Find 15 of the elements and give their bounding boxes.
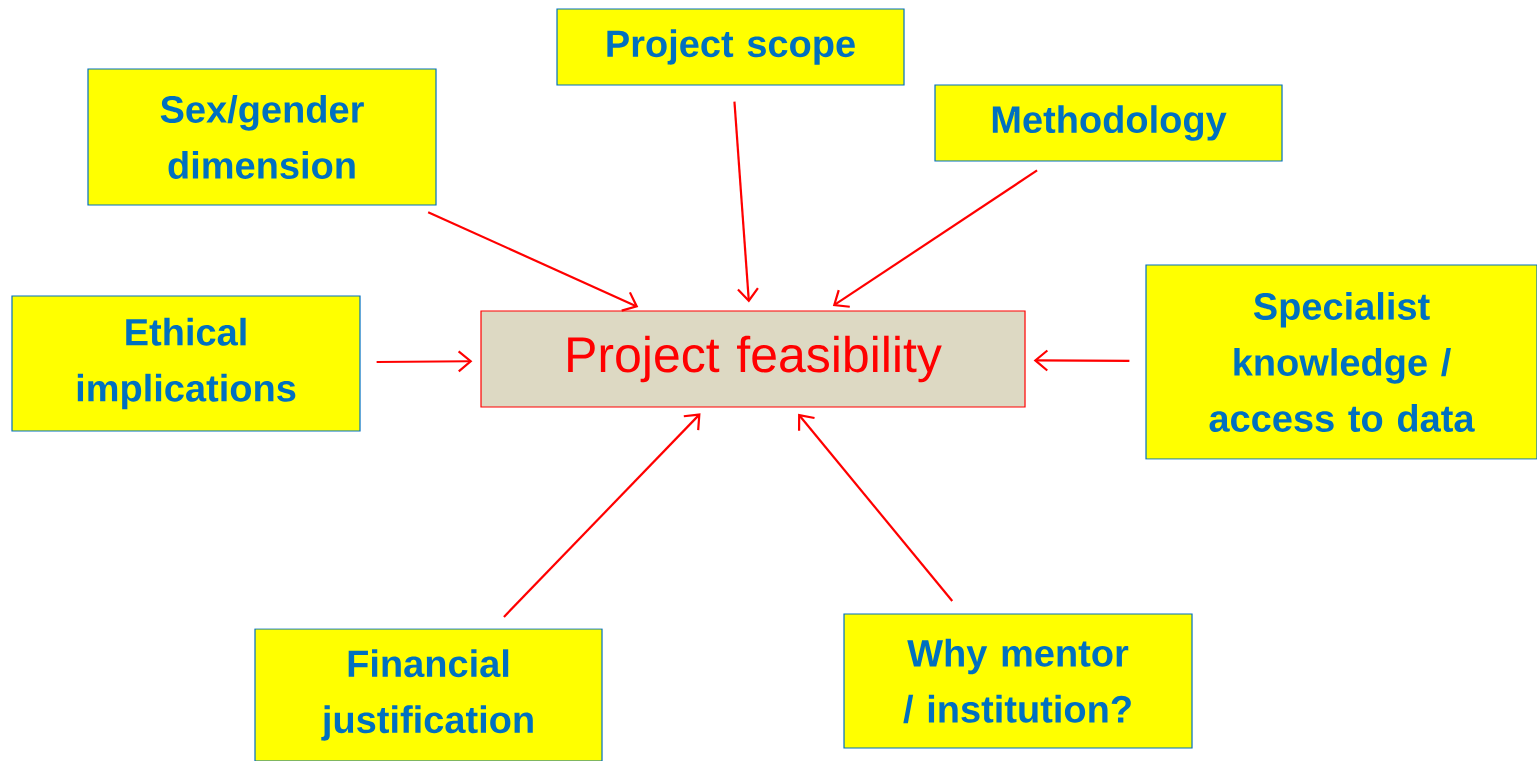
arrow — [1033, 349, 1130, 372]
factor-box: Sex/gender dimension — [87, 68, 437, 206]
factor-box: Financial justification — [254, 628, 603, 761]
arrow — [376, 350, 473, 373]
arrow — [427, 211, 639, 312]
central-box: Project feasibility — [480, 310, 1026, 408]
factor-box: Methodology — [934, 84, 1283, 162]
arrow — [503, 413, 701, 618]
factor-box: Project scope — [556, 8, 905, 86]
arrow — [733, 101, 759, 303]
arrow — [798, 413, 954, 602]
factor-box: Ethical implications — [11, 295, 361, 432]
factor-box: Specialist knowledge / access to data — [1145, 264, 1537, 460]
arrow — [832, 169, 1038, 308]
factor-box: Why mentor / institution? — [843, 613, 1193, 749]
